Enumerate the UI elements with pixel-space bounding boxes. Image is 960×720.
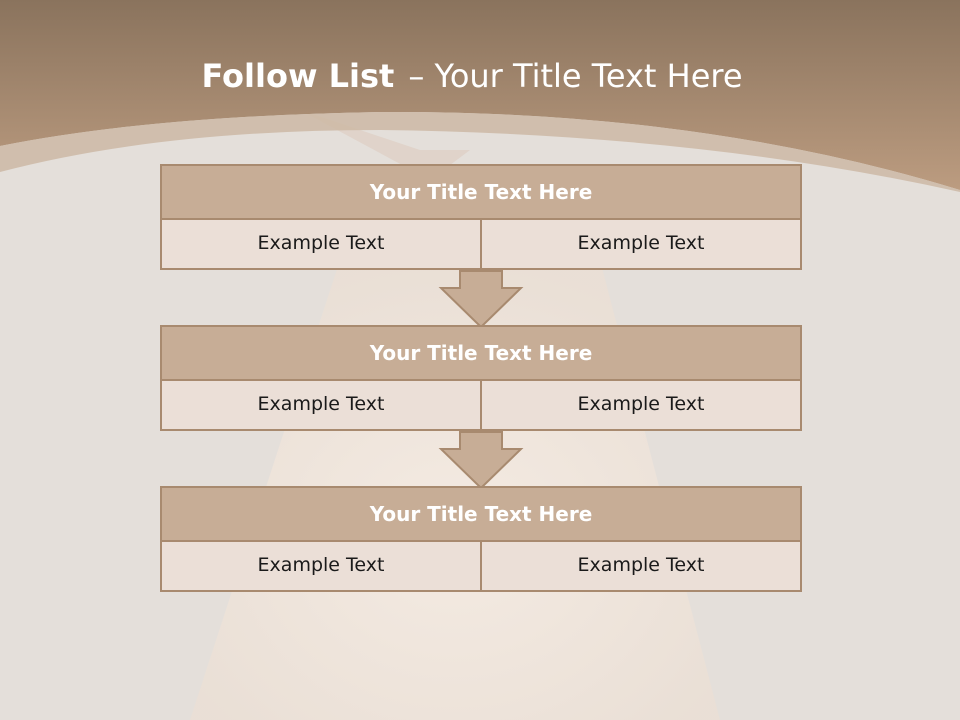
- block-2: Your Title Text Here Example Text Exampl…: [160, 325, 802, 431]
- down-arrow-icon: [438, 431, 524, 490]
- block-title: Your Title Text Here: [160, 486, 802, 542]
- block-title: Your Title Text Here: [160, 325, 802, 381]
- title-bold: Follow List: [201, 57, 395, 95]
- block-row: Example Text Example Text: [160, 381, 802, 431]
- block-right-cell: Example Text: [482, 381, 802, 431]
- block-left-cell: Example Text: [160, 220, 482, 270]
- header-band: [0, 0, 960, 190]
- block-right-cell: Example Text: [482, 220, 802, 270]
- block-row: Example Text Example Text: [160, 220, 802, 270]
- title-rest: – Your Title Text Here: [408, 57, 743, 95]
- block-1: Your Title Text Here Example Text Exampl…: [160, 164, 802, 270]
- block-left-cell: Example Text: [160, 381, 482, 431]
- block-row: Example Text Example Text: [160, 542, 802, 592]
- block-3: Your Title Text Here Example Text Exampl…: [160, 486, 802, 592]
- down-arrow-icon: [438, 270, 524, 329]
- block-right-cell: Example Text: [482, 542, 802, 592]
- block-left-cell: Example Text: [160, 542, 482, 592]
- block-title: Your Title Text Here: [160, 164, 802, 220]
- header-swoosh: [0, 111, 960, 192]
- slide-title: Follow List – Your Title Text Here: [0, 54, 944, 98]
